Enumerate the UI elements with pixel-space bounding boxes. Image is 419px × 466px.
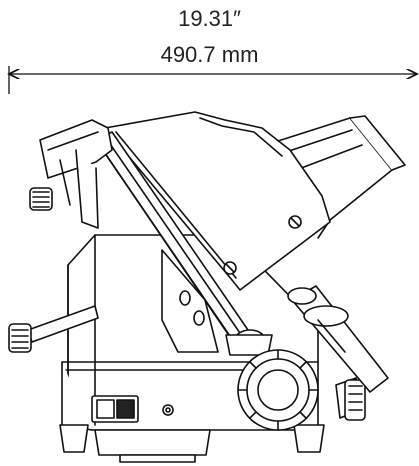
dimension-line <box>9 66 417 94</box>
knob-left-top[interactable] <box>29 187 53 211</box>
gear-knob[interactable] <box>237 349 319 431</box>
knob-left-side[interactable] <box>8 323 32 353</box>
power-switch[interactable] <box>91 395 139 423</box>
sharpener[interactable] <box>225 329 273 356</box>
width-dimension-mm: 490.7 mm <box>160 42 259 67</box>
thickness-control[interactable] <box>39 119 113 229</box>
width-dimension-inches: 19.31″ <box>178 6 241 31</box>
indicator-light <box>162 404 174 416</box>
feet <box>59 424 325 463</box>
food-carriage-tray <box>104 111 331 291</box>
knob-right[interactable] <box>335 377 366 421</box>
carriage-handle[interactable] <box>287 285 389 393</box>
blade-plate <box>161 249 219 353</box>
